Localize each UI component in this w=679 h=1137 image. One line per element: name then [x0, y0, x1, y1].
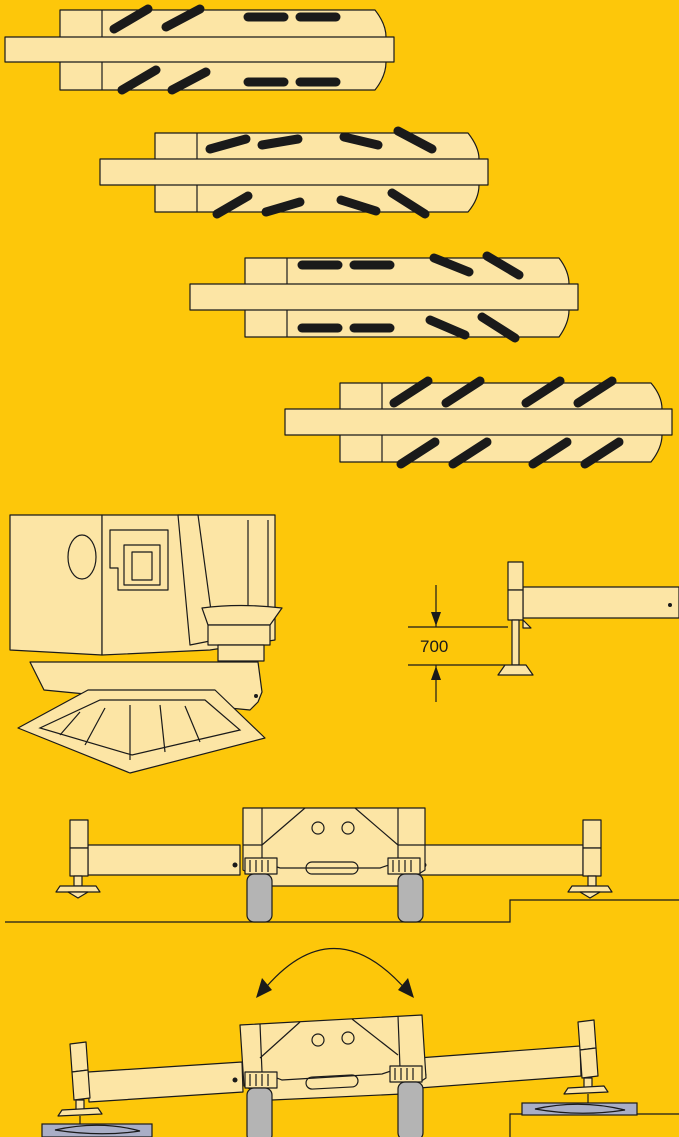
round-cover [67, 534, 97, 580]
carrier-housing [9, 514, 103, 656]
jack-rod [511, 619, 520, 666]
left-jack [69, 1041, 89, 1073]
left-wheel [246, 1087, 273, 1137]
right-outrigger-beam [417, 844, 584, 876]
left-wheel [246, 873, 273, 923]
wheel-tracks [297, 251, 524, 343]
dimension-label: 700 [420, 637, 448, 656]
rear-view-tilted [41, 948, 679, 1137]
steering-mode-4 [284, 376, 673, 469]
outrigger-dimension: 700 [408, 561, 679, 702]
outrigger-beam [522, 586, 679, 619]
right-outrigger-beam [417, 1045, 582, 1089]
left-jack [69, 819, 89, 849]
left-outrigger-beam [87, 844, 241, 876]
wheel-tracks [205, 126, 437, 219]
tilt-arrow [261, 948, 409, 993]
wheel-tracks [389, 376, 624, 469]
right-wheel [397, 1081, 424, 1137]
right-jack [582, 819, 602, 849]
chassis-beam [99, 158, 489, 186]
steering-mode-1 [4, 4, 395, 95]
left-outrigger-beam [87, 1061, 244, 1103]
rear-view-level [5, 807, 679, 923]
right-wheel [397, 873, 424, 923]
jack-cylinder [507, 561, 524, 591]
jack-foot [497, 664, 534, 676]
chassis-beam [189, 283, 579, 311]
support-pad [17, 689, 266, 774]
chassis-beam [284, 408, 673, 436]
chassis-beam [4, 36, 395, 63]
steering-mode-3 [189, 251, 579, 343]
ground-step [509, 1113, 679, 1137]
steering-mode-2 [99, 126, 489, 219]
ground-step [5, 899, 679, 923]
right-jack [577, 1019, 597, 1051]
wheel-tracks [109, 4, 341, 95]
outrigger-pad-closeup [9, 514, 283, 774]
